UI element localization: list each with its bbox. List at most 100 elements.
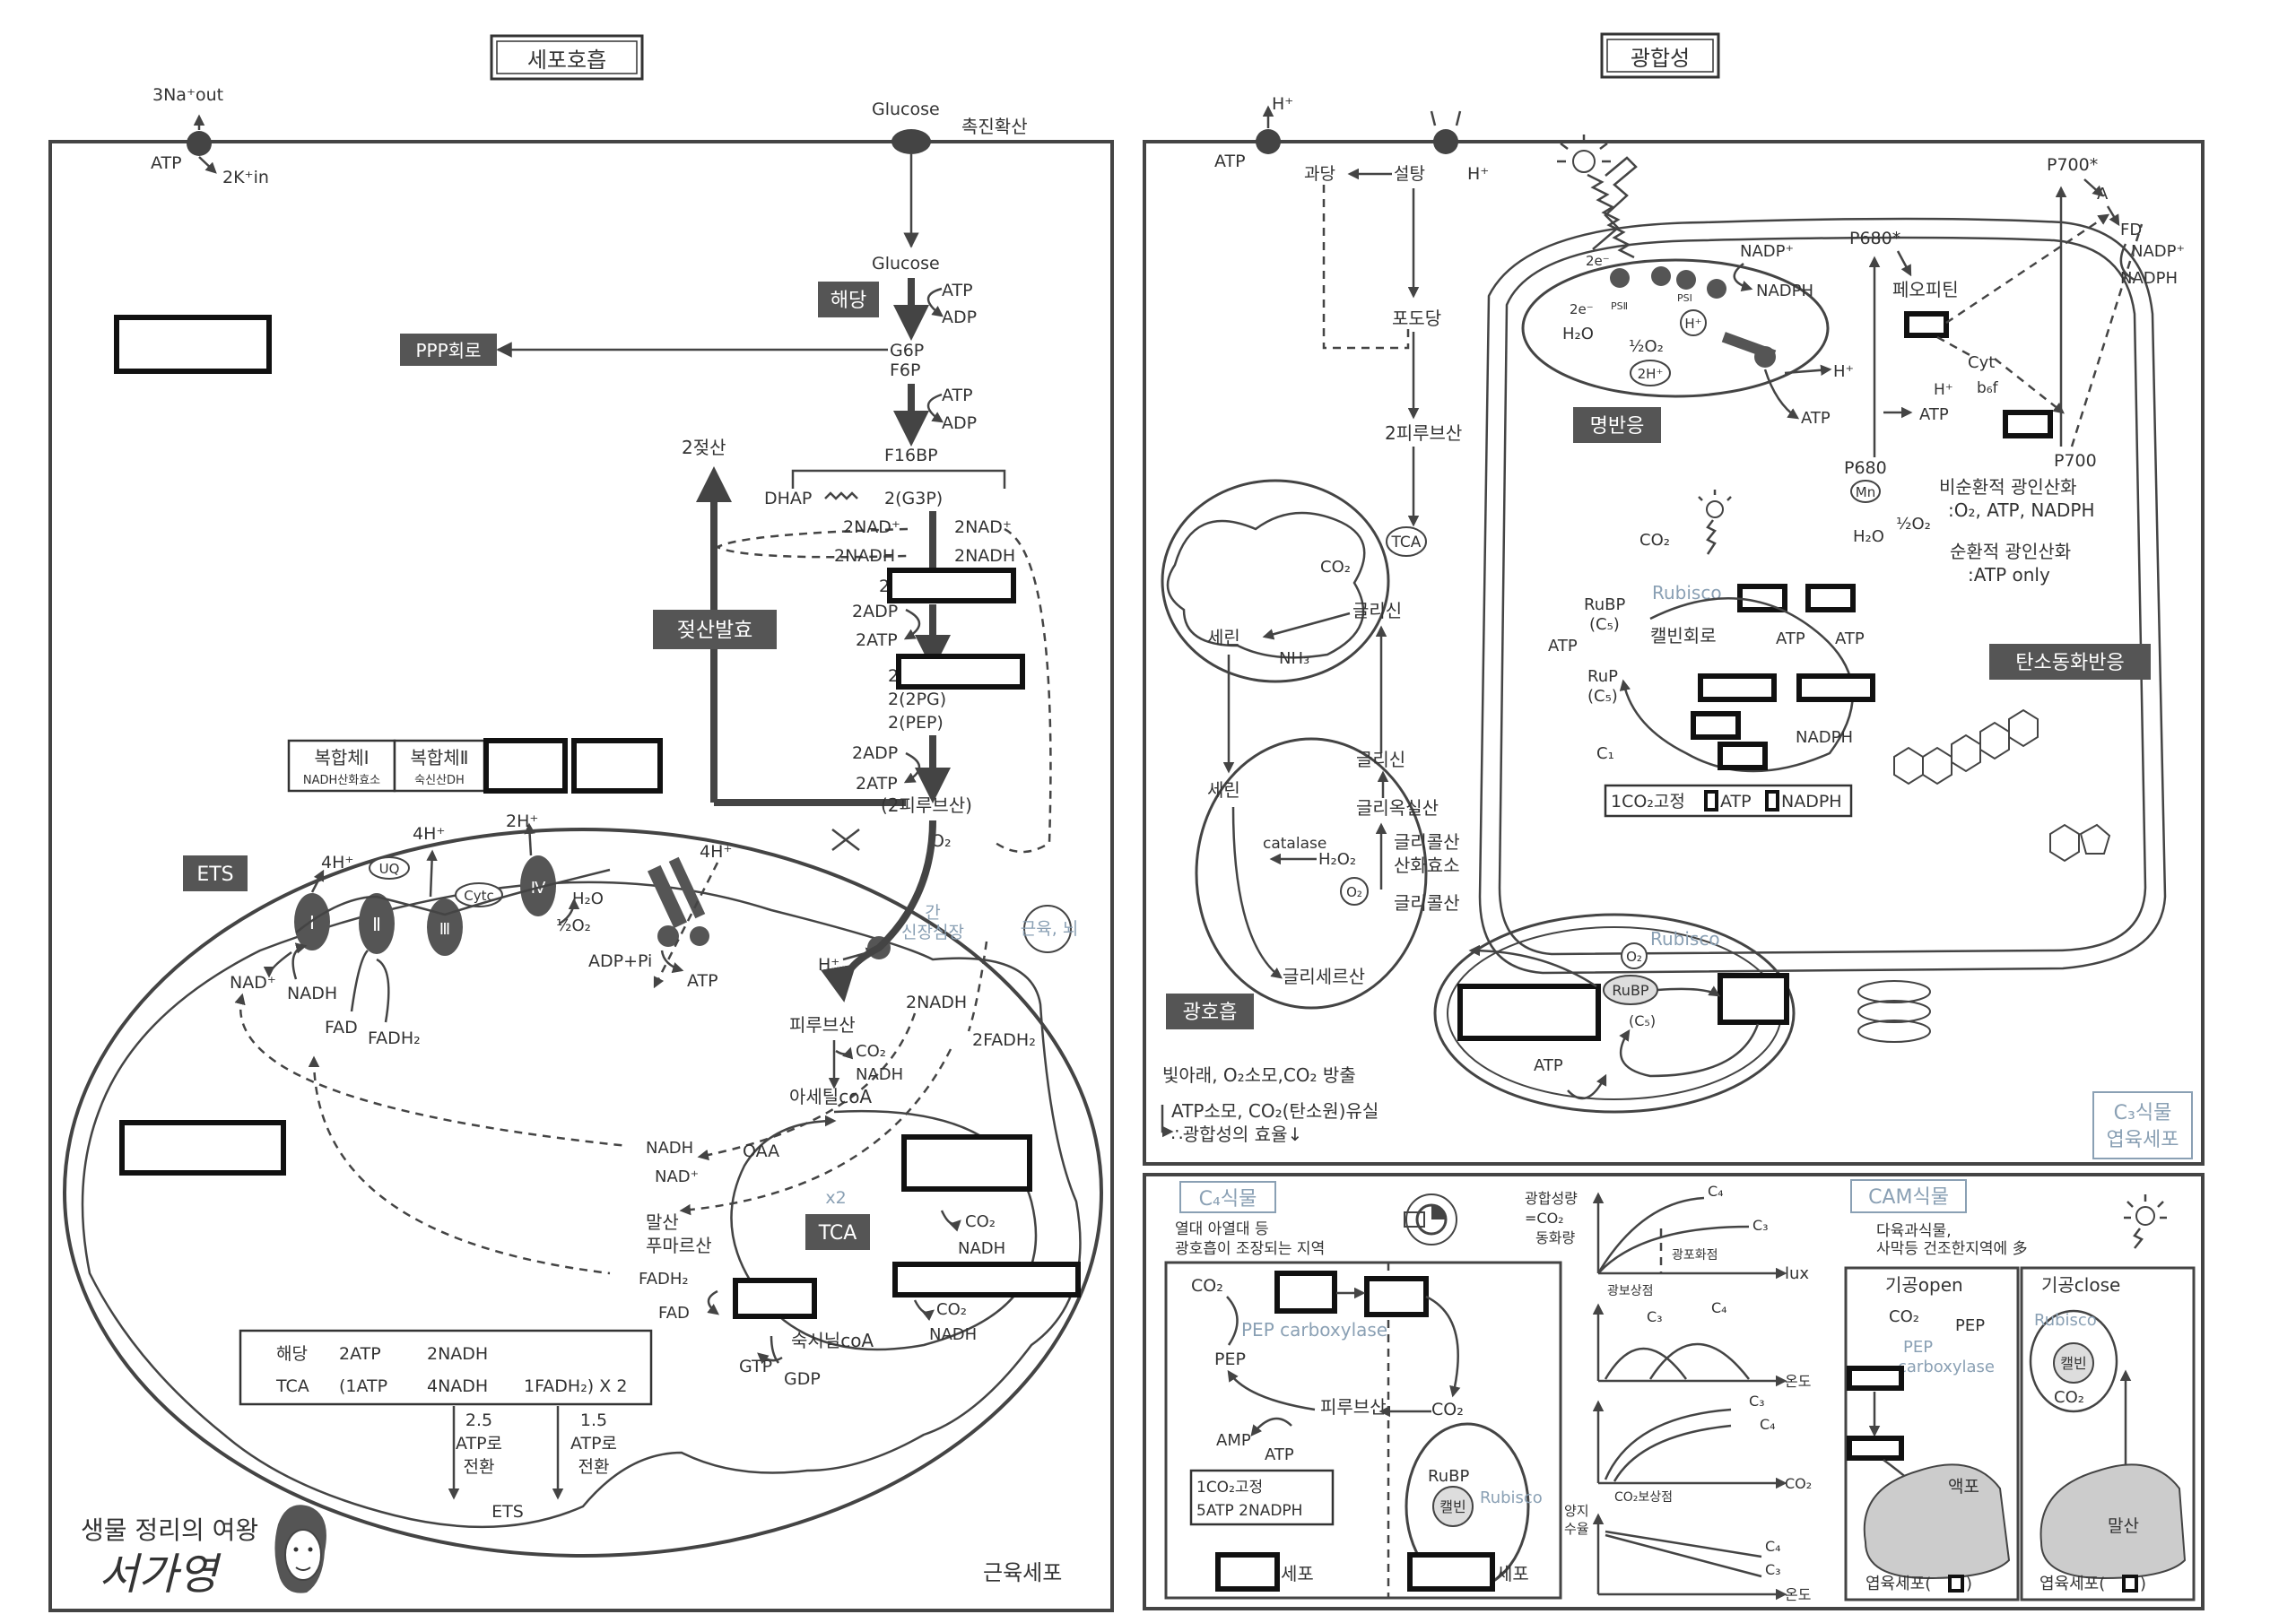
adp-b-label: 2ADP	[852, 743, 898, 763]
atp-calvin2-label: ATP	[1776, 629, 1805, 648]
glycolate-ox-l2: 산화효소	[1394, 855, 1460, 876]
blank-box-c4-2[interactable]	[1364, 1276, 1429, 1317]
blank-box-c4-4[interactable]	[1407, 1552, 1495, 1592]
fixation-box	[1604, 784, 1853, 818]
respiration-title-box	[490, 34, 644, 81]
o2-chloro-label: O₂	[1626, 949, 1642, 965]
nad-m-label: NAD⁺	[655, 1167, 699, 1186]
blank-box-cam1[interactable]	[1847, 1366, 1904, 1391]
blank-box-c5[interactable]	[1691, 711, 1741, 740]
blank-box-c4[interactable]	[1796, 673, 1875, 702]
mn-cluster	[1850, 480, 1881, 503]
malate-label: 말산	[646, 1211, 679, 1233]
blank-box-8[interactable]	[114, 315, 272, 374]
glucose-top-label: Glucose	[872, 100, 940, 119]
h2o2-label: H₂O₂	[1318, 850, 1356, 869]
blank-box-5[interactable]	[901, 1134, 1032, 1192]
nh3-label: NH₃	[1279, 649, 1309, 668]
cam-malate: 말산	[2108, 1516, 2139, 1536]
carbon-fixation-badge	[1989, 644, 2151, 680]
h-in-circle	[1680, 309, 1707, 336]
p700-label: P700	[2054, 451, 2097, 471]
respiration-panel: 세포호흡 3Na⁺out ATP 2K⁺in Glucose 촉진확산 Gluc…	[48, 34, 1114, 1612]
conv1-l3: 전환	[464, 1457, 495, 1477]
blank-box-c4-1[interactable]	[1274, 1271, 1337, 1314]
p700star-label: P700*	[2047, 155, 2098, 175]
blank-box-p2[interactable]	[1718, 973, 1789, 1025]
rup-label: RuP	[1587, 667, 1618, 686]
tca-label: TCA	[818, 1222, 857, 1245]
dhap-label: DHAP	[764, 489, 812, 508]
two-h-circle	[1630, 360, 1671, 386]
g2-c4: C₄	[1711, 1299, 1727, 1316]
e2-label: 2e⁻	[1570, 301, 1594, 317]
blank-box-4[interactable]	[571, 738, 663, 794]
blank-box-7[interactable]	[733, 1278, 817, 1319]
two-lactate-label: 2젖산	[682, 437, 726, 458]
thylakoid-stack-icon	[1857, 980, 1931, 1043]
respiration-title: 세포호흡	[527, 48, 606, 73]
glucose-label: Glucose	[872, 254, 940, 273]
blank-box-c4-3[interactable]	[1215, 1552, 1280, 1592]
nad-right-label: 2NAD⁺	[954, 517, 1012, 537]
h-right-label: H⁺	[1467, 164, 1489, 184]
blank-box-c6[interactable]	[1718, 742, 1768, 770]
blank-box-cam2[interactable]	[1847, 1436, 1904, 1461]
facilitated-diffusion-label: 촉진확산	[961, 116, 1028, 137]
fad-m-label: FAD	[658, 1304, 690, 1323]
blank-box-9[interactable]	[119, 1120, 286, 1176]
cam-desc2: 사막등 건조한지역에 多	[1876, 1240, 2028, 1258]
blank-box-c1[interactable]	[1737, 584, 1787, 612]
uq-carrier	[369, 856, 410, 880]
pyruvic-label: 피루브산	[789, 1014, 856, 1036]
co2-c-label: CO₂	[936, 1300, 967, 1319]
nadp2-label: NADP⁺	[2131, 242, 2185, 261]
g4-x: 온도	[1785, 1586, 1811, 1603]
atp-synth-label: ATP	[687, 971, 718, 991]
h-plus-label: H⁺	[818, 955, 839, 975]
blank-box-p1[interactable]	[1457, 984, 1601, 1041]
k-in-label: 2K⁺in	[222, 168, 269, 187]
cam-close: 기공close	[2041, 1274, 2120, 1296]
atp1-label: ATP	[942, 281, 973, 300]
tca-badge	[805, 1214, 870, 1250]
c4-desc1: 열대 아열대 등	[1175, 1220, 1269, 1238]
cam-night-cell	[1844, 1266, 2020, 1601]
c4-title-box	[1179, 1181, 1276, 1213]
cam-cell1: 엽육세포(	[1866, 1575, 1931, 1593]
adp-pi-label: ADP+Pi	[588, 951, 652, 971]
blank-box-c2[interactable]	[1805, 584, 1856, 612]
g3-x: CO₂	[1785, 1475, 1812, 1492]
g3p-label: 2(G3P)	[884, 489, 943, 508]
nadph2-label: NADPH	[2120, 269, 2178, 288]
glucose-transporter	[891, 129, 931, 154]
lactic-fermentation-label: 젖산발효	[677, 619, 753, 642]
atp-cyt-label: ATP	[1919, 405, 1949, 424]
co2-calvin-label: CO₂	[1639, 531, 1670, 550]
serine1-label: 세린	[1207, 627, 1240, 648]
fixation-label: 1CO₂고정	[1611, 792, 1685, 812]
c4-cell2: 세포	[1496, 1563, 1529, 1584]
tca-circle-r	[1386, 526, 1427, 557]
proton-pump	[1256, 129, 1281, 154]
chloroplast-outer	[1478, 217, 2167, 975]
blank-box-z2[interactable]	[2003, 410, 2053, 438]
blank-box-6[interactable]	[892, 1262, 1081, 1298]
bottom-cell-outline	[1143, 1173, 2205, 1610]
c4-co2-2: CO₂	[1431, 1400, 1464, 1419]
blank-box-3[interactable]	[483, 738, 568, 794]
blank-box-c3[interactable]	[1698, 673, 1777, 702]
g1-x: lux	[1785, 1264, 1809, 1283]
cam-calvin-circle	[2053, 1342, 2094, 1384]
2h-label: 2H⁺	[506, 812, 538, 831]
g1-c3: C₃	[1752, 1217, 1769, 1234]
blank-box-z1[interactable]	[1904, 311, 1949, 338]
note2: ATP소모, CO₂(탄소원)유실	[1171, 1100, 1378, 1122]
nadh-left-label: 2NADH	[834, 546, 895, 566]
blank-box-1[interactable]	[887, 568, 1016, 603]
calvin-cycle-loop	[1619, 597, 1854, 773]
g4-c3: C₃	[1765, 1561, 1781, 1578]
blank-box-2[interactable]	[896, 654, 1025, 690]
lactic-fermentation-badge	[653, 610, 777, 649]
nadh-label: NADH	[287, 984, 337, 1003]
